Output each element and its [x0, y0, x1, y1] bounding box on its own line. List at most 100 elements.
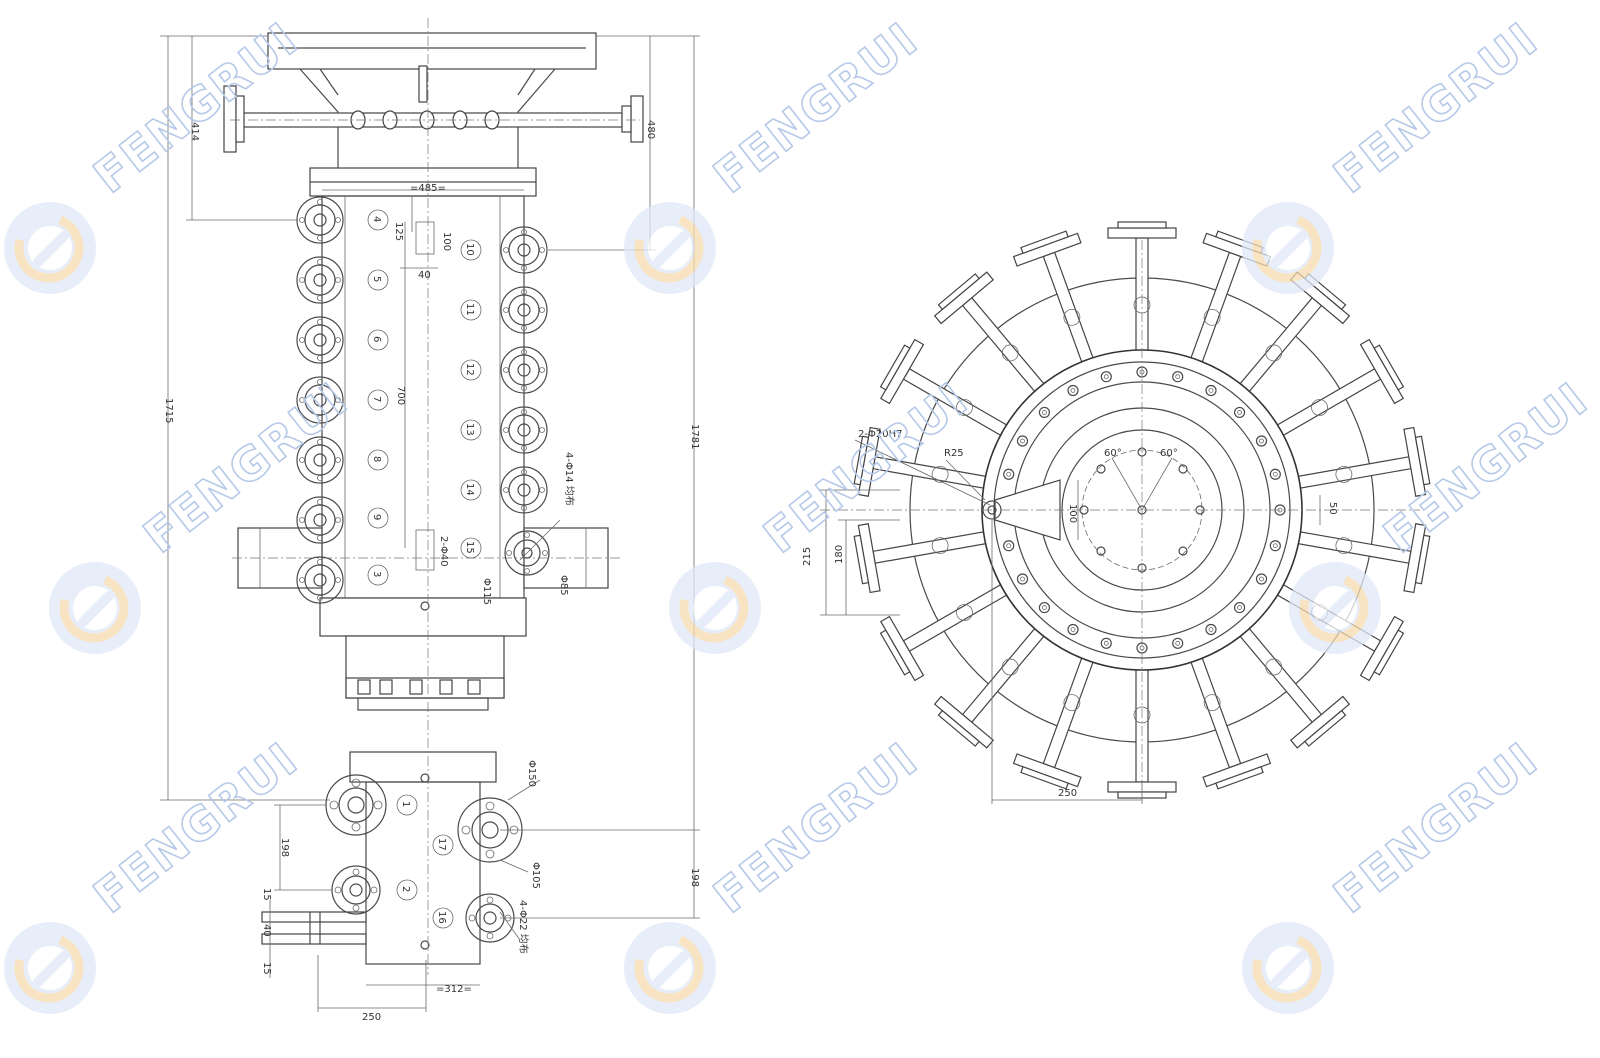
disc-hole — [1265, 658, 1283, 676]
label-port-1: 1 — [400, 801, 411, 807]
port-8 — [296, 436, 344, 484]
dim-2-phi-40: 2-Φ40 — [438, 536, 449, 567]
dim-phi-150: Φ150 — [526, 760, 537, 787]
spoke-arm — [853, 523, 997, 594]
inner-bolt — [1178, 546, 1188, 556]
inner-bolt — [1096, 464, 1106, 474]
label-port-3: 3 — [371, 571, 382, 577]
port-4 — [296, 196, 344, 244]
port-center-right — [504, 530, 550, 576]
dim-4-phi-14: 4-Φ14 均布 — [563, 452, 575, 506]
watermark-logo — [669, 562, 761, 654]
hub-bolt — [1100, 371, 1112, 383]
port-3 — [296, 556, 344, 604]
disc-hole — [956, 399, 973, 416]
hub-bolt — [1233, 406, 1246, 419]
label-port-5: 5 — [371, 276, 382, 282]
disc-hole — [1203, 308, 1221, 326]
disc-hole — [1265, 344, 1283, 362]
hub-bolt — [1255, 573, 1268, 585]
dim-414: 414 — [189, 122, 200, 141]
disc-hole — [1203, 694, 1221, 712]
disc-hole — [1063, 308, 1081, 326]
port-2 — [331, 865, 381, 915]
watermark-text: FENGRUI — [84, 12, 309, 204]
hub-bolt — [1100, 637, 1112, 649]
dim-198-right: 198 — [689, 868, 700, 887]
disc-hole — [931, 537, 949, 554]
dim-2-phi-20h7: 2-Φ20H7 — [858, 429, 902, 440]
port-14 — [500, 466, 548, 514]
port-10 — [500, 226, 548, 274]
dim-1715: 1715 — [163, 398, 174, 423]
watermark-text: FENGRUI — [84, 732, 309, 924]
port-11 — [500, 286, 548, 334]
front-view: 2-Φ20H7 R25 60° 60° 100 50 215 180 250 — [802, 221, 1431, 804]
hub-bolt — [1269, 540, 1281, 552]
dim-480: 480 — [645, 120, 656, 139]
label-port-13: 13 — [464, 423, 475, 436]
dim-60-right: 60° — [1160, 448, 1178, 459]
hub-bolt — [1003, 540, 1015, 552]
hub-bolt — [1233, 601, 1246, 614]
disc-hole — [1335, 537, 1353, 554]
label-port-17: 17 — [436, 838, 447, 851]
hub-bolt — [1172, 637, 1184, 649]
dim-phi-105: Φ105 — [530, 862, 541, 889]
disc-hole — [956, 604, 973, 621]
label-port-8: 8 — [371, 456, 382, 462]
spoke-arm — [1268, 338, 1405, 442]
watermark-logo — [4, 202, 96, 294]
spoke-arm — [1232, 620, 1351, 749]
hub-bolt — [1003, 468, 1015, 480]
inner-bolt — [1096, 546, 1106, 556]
label-port-15: 15 — [464, 541, 475, 554]
label-port-4: 4 — [371, 216, 382, 222]
hub-bolt — [1205, 623, 1217, 636]
front-dimensions: 2-Φ20H7 R25 60° 60° 100 50 215 180 250 — [802, 429, 1338, 804]
watermark-logo — [1289, 562, 1381, 654]
spoke-arm — [853, 426, 997, 497]
inner-bolt — [1178, 464, 1188, 474]
dim-40: 40 — [418, 270, 431, 281]
hub-bolt — [1016, 435, 1029, 447]
dim-250-side: 250 — [362, 1012, 381, 1023]
watermark-logo — [1242, 922, 1334, 1014]
watermark-text: FENGRUI — [1324, 732, 1549, 924]
hub-bolt — [1038, 406, 1051, 419]
watermark-text: FENGRUI — [1324, 12, 1549, 204]
hub-bolt — [1067, 384, 1079, 397]
hub-bolt — [1269, 468, 1281, 480]
disc-holes — [931, 296, 1353, 724]
port-labels: 4 5 6 7 8 9 3 10 11 12 13 14 15 1 2 17 1… — [367, 209, 482, 929]
label-port-9: 9 — [371, 514, 382, 520]
watermark-logo — [4, 922, 96, 1014]
dim-485: =485= — [410, 183, 446, 194]
spoke-arm — [933, 620, 1052, 749]
watermark-text: FENGRUI — [704, 12, 929, 204]
dim-700: 700 — [395, 386, 406, 405]
dim-40-lower: 40 — [261, 924, 272, 937]
dim-312: =312= — [436, 984, 472, 995]
hub-bolt — [1172, 371, 1184, 383]
port-13 — [500, 406, 548, 454]
watermark-logo — [1242, 202, 1334, 294]
dim-15-top: 15 — [261, 888, 272, 901]
side-view: 4 5 6 7 8 9 3 10 11 12 13 14 15 1 2 17 1… — [160, 18, 700, 1023]
side-dimensions: =485= 125 100 40 700 2-Φ40 4-Φ14 均布 Φ115… — [160, 35, 700, 1023]
label-port-10: 10 — [464, 243, 475, 256]
watermark-logo — [624, 202, 716, 294]
spoke-arm — [879, 338, 1016, 442]
port-6 — [296, 316, 344, 364]
watermark-logo — [624, 922, 716, 1014]
label-port-2: 2 — [400, 886, 411, 892]
bolt-row — [357, 679, 481, 695]
port-5 — [296, 256, 344, 304]
disc-hole — [1335, 466, 1353, 483]
label-port-14: 14 — [464, 483, 475, 496]
hub-bolt — [1205, 384, 1217, 397]
dim-r25: R25 — [944, 448, 964, 459]
dim-250-front: 250 — [1058, 788, 1077, 799]
right-port-column — [500, 226, 550, 576]
